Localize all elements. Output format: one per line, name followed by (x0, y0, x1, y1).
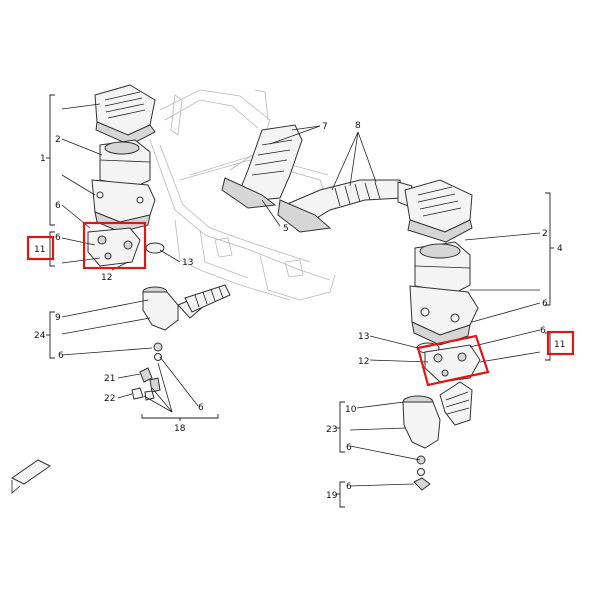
right-airbox-cover (404, 179, 473, 243)
left-air-filter (99, 139, 151, 188)
callout-24: 24 (34, 331, 46, 341)
right-intake-duct (402, 395, 441, 449)
right-air-filter (414, 241, 471, 294)
callout-8: 8 (355, 121, 361, 131)
highlight-right-bracket (416, 334, 490, 387)
left-hose (184, 284, 231, 313)
highlight-boxes (26, 221, 575, 387)
callout-6-left-d: 6 (198, 403, 204, 413)
callout-2-left: 2 (55, 135, 61, 145)
callout-12-left: 12 (101, 273, 112, 283)
right-mount-nut (413, 477, 431, 491)
highlight-callout-11-left (26, 235, 55, 261)
highlight-left-bracket (82, 221, 147, 270)
callout-23: 23 (326, 425, 337, 435)
leader-lines (61, 103, 541, 487)
callout-13-right: 13 (358, 332, 369, 342)
callout-labels: 1 2 6 6 11 12 13 9 24 6 21 22 6 18 7 8 5… (34, 121, 565, 501)
callout-19: 19 (326, 491, 338, 501)
callout-22: 22 (104, 394, 115, 404)
callout-4: 4 (557, 244, 563, 254)
callout-7: 7 (322, 122, 328, 132)
callout-1: 1 (40, 154, 46, 164)
right-airbox-housing (409, 285, 479, 346)
callout-6-left-c: 6 (58, 351, 64, 361)
left-grommet (153, 342, 163, 352)
callout-6-left-b: 6 (55, 233, 61, 243)
callout-13-left: 13 (182, 258, 193, 268)
left-airbox-cover (94, 84, 156, 146)
callout-6-right-a: 6 (542, 299, 548, 309)
left-mount-kit (131, 367, 161, 401)
callout-2-right: 2 (542, 229, 548, 239)
callout-6-right-b: 6 (540, 326, 546, 336)
callout-12-right: 12 (358, 357, 369, 367)
right-grommet-lower (417, 468, 425, 476)
callout-21: 21 (104, 374, 115, 384)
front-direction-arrow-icon (11, 459, 51, 494)
callout-5: 5 (283, 224, 289, 234)
callout-6-right-c: 6 (346, 443, 352, 453)
left-grommet-lower (154, 353, 162, 361)
callout-18: 18 (174, 424, 186, 434)
callout-11-left: 11 (34, 245, 45, 255)
right-grommet (416, 455, 426, 465)
left-seal-ring (145, 242, 165, 254)
center-duct-8 (277, 179, 413, 233)
right-bracket (424, 344, 481, 383)
callout-9: 9 (55, 313, 61, 323)
right-hose (439, 381, 473, 426)
center-duct-7 (221, 124, 303, 209)
callout-6-left-a: 6 (55, 201, 61, 211)
callout-10: 10 (345, 405, 357, 415)
callout-11-right: 11 (554, 340, 565, 350)
callout-6-right-d: 6 (346, 482, 352, 492)
highlight-callout-11-right (546, 330, 575, 356)
left-bracket (87, 227, 141, 267)
